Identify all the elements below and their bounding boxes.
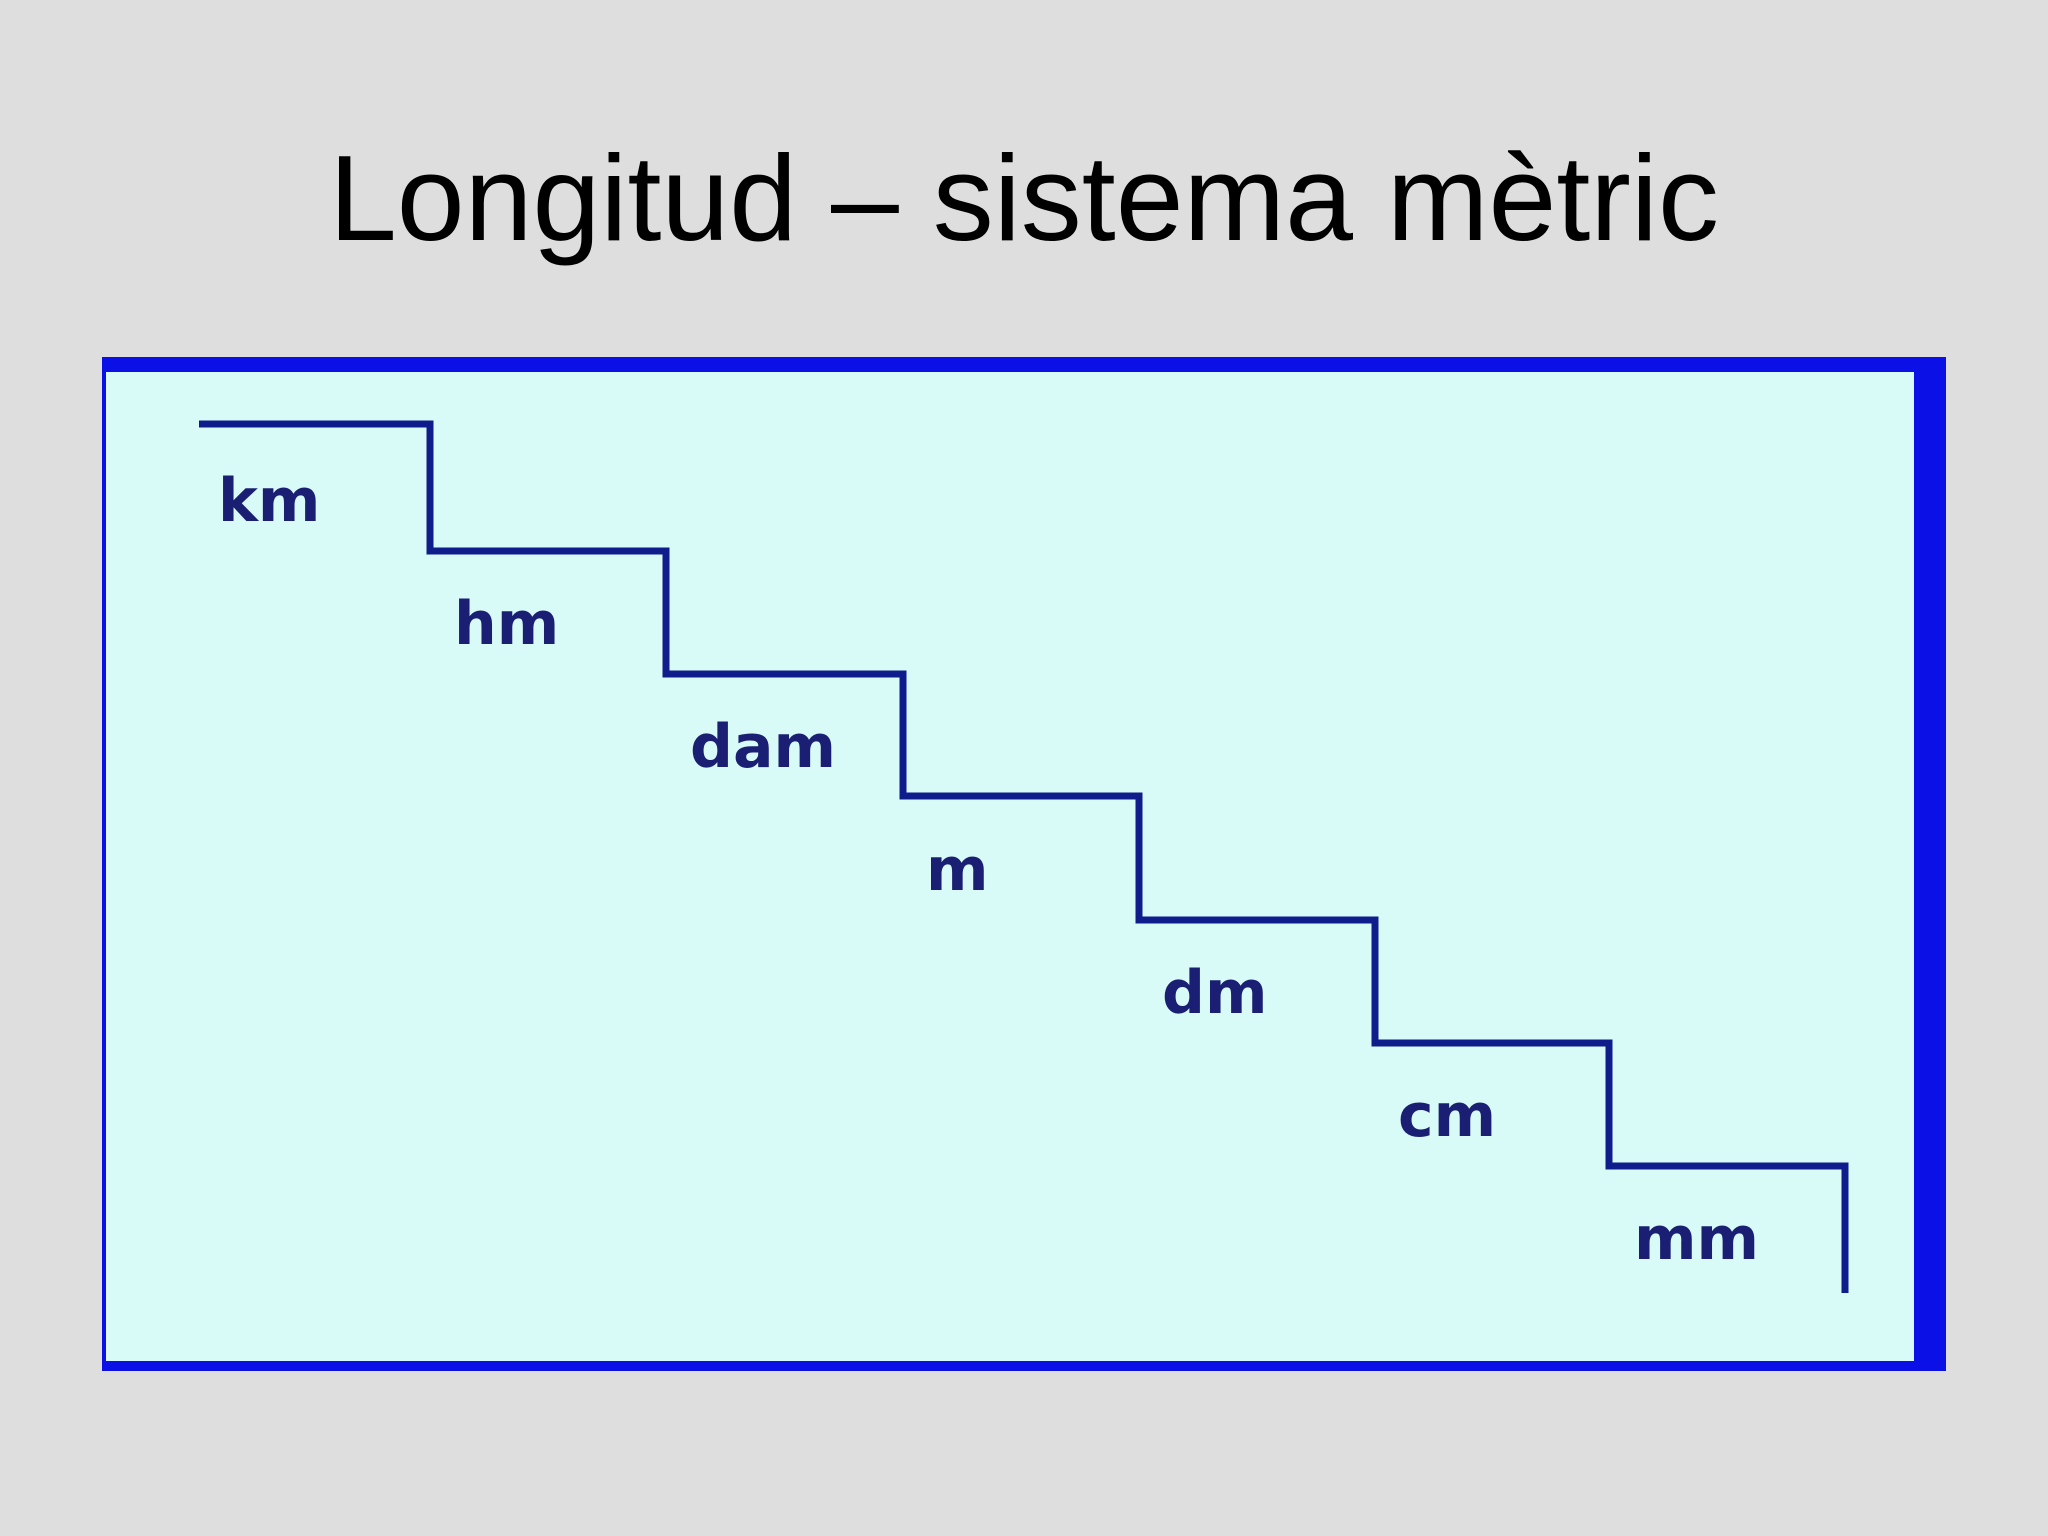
staircase-line bbox=[199, 420, 1849, 1293]
unit-labels: km hm dam m dm cm mm bbox=[218, 466, 1759, 1274]
slide-title: Longitud – sistema mètric bbox=[328, 130, 1720, 266]
unit-label-m: m bbox=[926, 835, 989, 905]
unit-label-dam: dam bbox=[690, 712, 836, 782]
unit-label-km: km bbox=[218, 466, 320, 536]
diagram-frame bbox=[102, 357, 1946, 1371]
unit-label-mm: mm bbox=[1634, 1204, 1759, 1274]
unit-label-hm: hm bbox=[454, 589, 559, 659]
unit-label-cm: cm bbox=[1398, 1081, 1496, 1151]
unit-label-dm: dm bbox=[1162, 958, 1267, 1028]
